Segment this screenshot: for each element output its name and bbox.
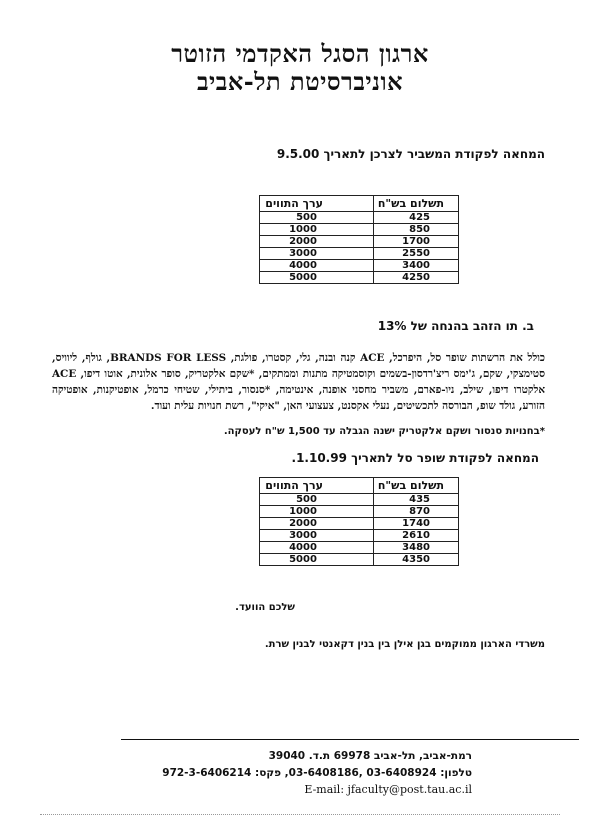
col-value-header: ערך התווים: [259, 477, 374, 494]
col-value-header: ערך התווים: [259, 195, 374, 212]
bottom-dotted-divider: [40, 814, 560, 815]
footer-email: E-mail: jfaculty@post.tau.ac.il: [304, 783, 472, 796]
pay-cell: 4350: [372, 553, 460, 566]
offices-location: משרדי הארגון ממוקמים בגן אילן בין בנין ד…: [264, 639, 545, 650]
value-cell: 2000: [259, 517, 374, 530]
value-cell: 5000: [259, 271, 374, 284]
footer-divider: [121, 739, 579, 740]
pay-cell: 3480: [372, 541, 460, 554]
pay-cell: 870: [372, 505, 460, 518]
university-title: אוניברסיטת תל-אביב: [196, 67, 404, 96]
section1-heading: המחאה לפקודת המשביר לצרכן לתאריך 9.5.00: [276, 147, 545, 161]
footer-address: רמת-אביב, תל-אביב 69978 ת.ד. 39040: [268, 750, 472, 762]
org-title: ארגון הסגל האקדמי הזוטר: [171, 39, 429, 68]
value-cell: 5000: [259, 553, 374, 566]
pay-cell: 850: [372, 223, 460, 236]
signature: שלכם הוועד.: [235, 602, 295, 613]
value-cell: 500: [259, 211, 374, 224]
section2-heading: ב. תו הזהב בהנחה של 13%: [377, 319, 534, 333]
pay-cell: 425: [372, 211, 460, 224]
value-cell: 4000: [259, 541, 374, 554]
footer-phone: טלפון: 03-6408924 ,03-6408186, פקס: 972-…: [162, 767, 472, 779]
value-cell: 1000: [259, 223, 374, 236]
table-header-row: תשלום בש"ח ערך התווים: [259, 195, 460, 212]
value-cell: 3000: [259, 247, 374, 260]
pay-cell: 1740: [372, 517, 460, 530]
pay-cell: 4250: [372, 271, 460, 284]
stores-paragraph: כולל את הרשתות שופר סל, היפרכל, ACE קנה …: [52, 352, 545, 412]
value-cell: 3000: [259, 529, 374, 542]
col-pay-header: תשלום בש"ח: [372, 477, 460, 494]
col-pay-header: תשלום בש"ח: [372, 195, 460, 212]
value-cell: 500: [259, 493, 374, 506]
pay-cell: 2550: [372, 247, 460, 260]
value-cell: 2000: [259, 235, 374, 248]
restriction-note: *בחנויות סנסור ושקם אלקטריק ישנה הגבלה ע…: [223, 426, 545, 437]
section3-heading: המחאה לפקודת שופר סל לתאריך 1.10.99.: [291, 451, 539, 465]
pay-cell: 3400: [372, 259, 460, 272]
pay-cell: 1700: [372, 235, 460, 248]
pay-cell: 435: [372, 493, 460, 506]
table-header-row: תשלום בש"ח ערך התווים: [259, 477, 460, 494]
pay-cell: 2610: [372, 529, 460, 542]
value-cell: 1000: [259, 505, 374, 518]
value-cell: 4000: [259, 259, 374, 272]
